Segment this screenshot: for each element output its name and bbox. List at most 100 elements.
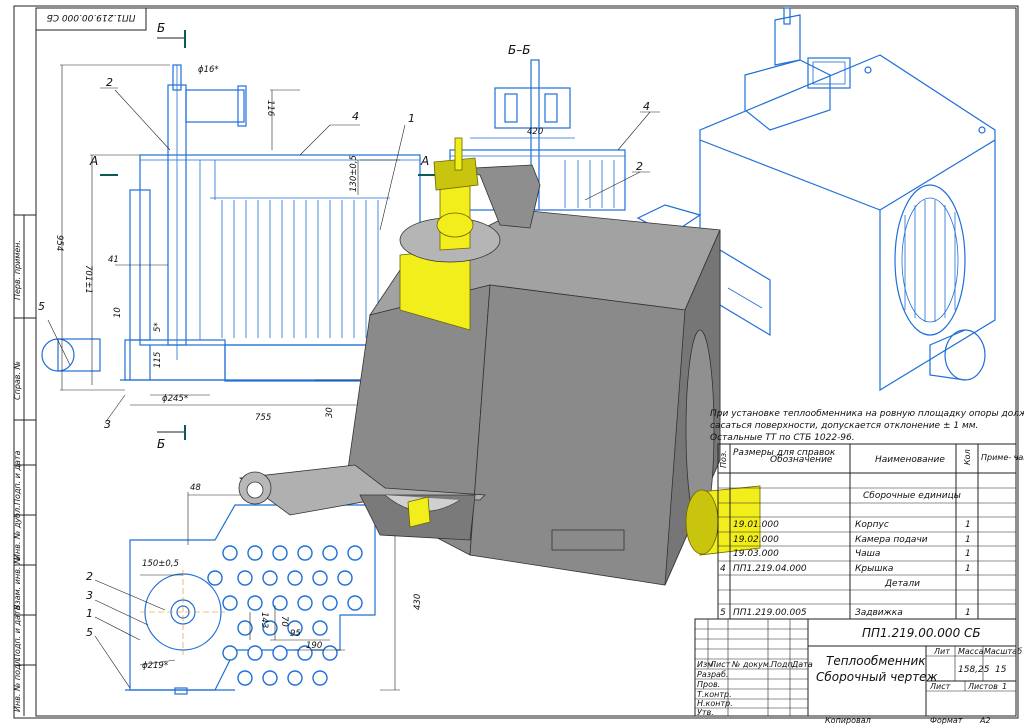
callout-4: 4 bbox=[352, 110, 359, 123]
dim-d219: ϕ219* bbox=[142, 661, 168, 671]
dim-d10: 10 bbox=[113, 307, 123, 318]
dim-d30: 30 bbox=[325, 407, 335, 418]
title-code: ПП1.219.00.000 СБ bbox=[862, 626, 981, 640]
dim-d70: 70 bbox=[279, 616, 289, 627]
dim-d130: 130±0,5 bbox=[349, 155, 359, 192]
dim-d701: 701±1 bbox=[83, 265, 93, 294]
section-callout-2: 2 bbox=[636, 160, 643, 173]
side-frame-label-2: Справ. № bbox=[13, 361, 22, 400]
title-sheet: Лист bbox=[929, 682, 951, 691]
title-col-doc: № докум. bbox=[731, 660, 771, 669]
dim-d420: 420 bbox=[527, 127, 543, 137]
dim-d48: 48 bbox=[190, 483, 201, 493]
section-b-top: Б bbox=[157, 21, 165, 35]
dim-d16: ϕ16* bbox=[198, 65, 219, 75]
drawing-frame bbox=[35, 7, 1017, 717]
spec-header-qty: Кол bbox=[963, 449, 972, 465]
spec-header-note: Приме- чание bbox=[981, 453, 1024, 462]
spec-section-details: Детали bbox=[884, 579, 920, 589]
title-name-line-1: Теплообменник bbox=[826, 654, 926, 668]
spec-row-4-qty: 1 bbox=[965, 564, 971, 574]
spec-row-2-name: Камера подачи bbox=[855, 535, 928, 545]
callout-1: 1 bbox=[408, 112, 415, 125]
section-title: Б–Б bbox=[508, 43, 530, 57]
spec-row-3-name: Чаша bbox=[855, 549, 880, 559]
plan-callout-3: 3 bbox=[86, 589, 93, 602]
dim-d5: 5* bbox=[153, 322, 163, 332]
title-header-scale: Масштаб bbox=[984, 647, 1022, 656]
section-callout-4: 4 bbox=[643, 100, 650, 113]
render-3d bbox=[238, 137, 761, 586]
spec-header-designation: Обозначение bbox=[770, 455, 833, 465]
spec-row-2-qty: 1 bbox=[965, 535, 971, 545]
title-scale: 15 bbox=[995, 665, 1007, 675]
spec-row-4-name: Крышка bbox=[855, 564, 893, 574]
dim-d190: 190 bbox=[306, 641, 322, 651]
title-role-3: Т.контр. bbox=[697, 690, 732, 699]
top-stamp: ПП1.219.00.000 СБ bbox=[35, 7, 147, 31]
front-view-dimensions: ϕ16* 116 954 701±1 41 10 5* 115 ϕ245* 75… bbox=[38, 65, 415, 431]
title-col-sign: Подп. bbox=[771, 660, 795, 669]
callout-5: 5 bbox=[38, 300, 45, 313]
spec-header-pos: Поз. bbox=[719, 450, 728, 468]
dim-d115: 115 bbox=[153, 352, 163, 368]
side-frame: Перв. примен. Справ. № Подп. и дата Инв.… bbox=[13, 214, 36, 716]
callout-2: 2 bbox=[106, 76, 113, 89]
spec-ref-note: Размеры для справок bbox=[733, 448, 836, 458]
dim-d954: 954 bbox=[54, 235, 64, 251]
dim-d95: 95 bbox=[290, 629, 301, 639]
perforation-holes bbox=[207, 545, 363, 686]
section-a-right: А bbox=[420, 154, 429, 168]
spec-detail-pos: 5 bbox=[720, 608, 726, 618]
title-header-lit: Лит bbox=[933, 647, 950, 656]
spec-row-3-qty: 1 bbox=[965, 549, 971, 559]
title-mass: 158,25 bbox=[958, 665, 990, 675]
spec-header-name: Наименование bbox=[875, 455, 945, 465]
spec-row-4-designation: ПП1.219.04.000 bbox=[733, 564, 807, 574]
title-col-izm: Изм bbox=[697, 660, 713, 669]
spec-row-1-designation: 19.01.000 bbox=[733, 520, 779, 530]
spec-row-4-pos: 4 bbox=[720, 564, 726, 574]
callout-3: 3 bbox=[104, 418, 111, 431]
title-role-5: Н.контр. bbox=[697, 699, 733, 708]
title-role-1: Разраб. bbox=[697, 670, 728, 679]
side-frame-label-7: Инв. № подл. bbox=[13, 657, 22, 712]
spec-row-2-designation: 19.02.000 bbox=[733, 535, 779, 545]
title-role-6: Утв. bbox=[697, 708, 714, 717]
plan-callout-5: 5 bbox=[86, 626, 93, 639]
title-format-value: А2 bbox=[979, 716, 991, 725]
section-marks: Б Б А А Б–Б bbox=[89, 21, 530, 451]
title-header-mass: Масса bbox=[958, 647, 984, 656]
spec-detail-name: Задвижка bbox=[855, 608, 903, 618]
title-col-date: Дата bbox=[791, 660, 813, 669]
title-sheets: Листов bbox=[967, 682, 998, 691]
dim-d41: 41 bbox=[108, 255, 119, 265]
spec-section-assemblies: Сборочные единицы bbox=[863, 491, 961, 501]
title-sheets-value: 1 bbox=[1002, 682, 1007, 691]
sheet-border bbox=[13, 5, 1019, 719]
side-frame-label-5: Взам. инв. № bbox=[13, 556, 22, 610]
section-a-left: А bbox=[89, 154, 98, 168]
note-line-2: сасаться поверхности, допускается отклон… bbox=[710, 421, 978, 431]
side-frame-label-6: Подп. и дата bbox=[13, 605, 22, 660]
plan-callout-2: 2 bbox=[86, 570, 93, 583]
dim-d755: 755 bbox=[255, 413, 271, 423]
side-frame-label-1: Перв. примен. bbox=[13, 240, 22, 300]
side-frame-label-4: Инв. № дубл. bbox=[13, 505, 22, 560]
spec-detail-qty: 1 bbox=[965, 608, 971, 618]
note-line-3: Остальные ТТ по СТБ 1022-96. bbox=[710, 433, 855, 443]
title-col-list: Лист bbox=[709, 660, 731, 669]
spec-row-1-name: Корпус bbox=[855, 520, 889, 530]
title-name-line-2: Сборочный чертеж bbox=[816, 670, 938, 684]
technical-notes: При установке теплообменника на ровную п… bbox=[710, 409, 1024, 443]
dim-d143: 143 bbox=[259, 612, 269, 628]
section-view: 420 4 2 bbox=[449, 59, 660, 211]
isometric-view bbox=[636, 7, 996, 392]
spec-table: Размеры для справок Поз. Обозначение Наи… bbox=[717, 443, 1024, 620]
note-line-1: При установке теплообменника на ровную п… bbox=[710, 409, 1024, 419]
section-b-bottom: Б bbox=[157, 437, 165, 451]
title-block: ПП1.219.00.000 СБ Теплообменник Сборочны… bbox=[694, 618, 1022, 725]
dim-d245: ϕ245* bbox=[162, 394, 188, 404]
title-format: Формат bbox=[930, 716, 963, 725]
